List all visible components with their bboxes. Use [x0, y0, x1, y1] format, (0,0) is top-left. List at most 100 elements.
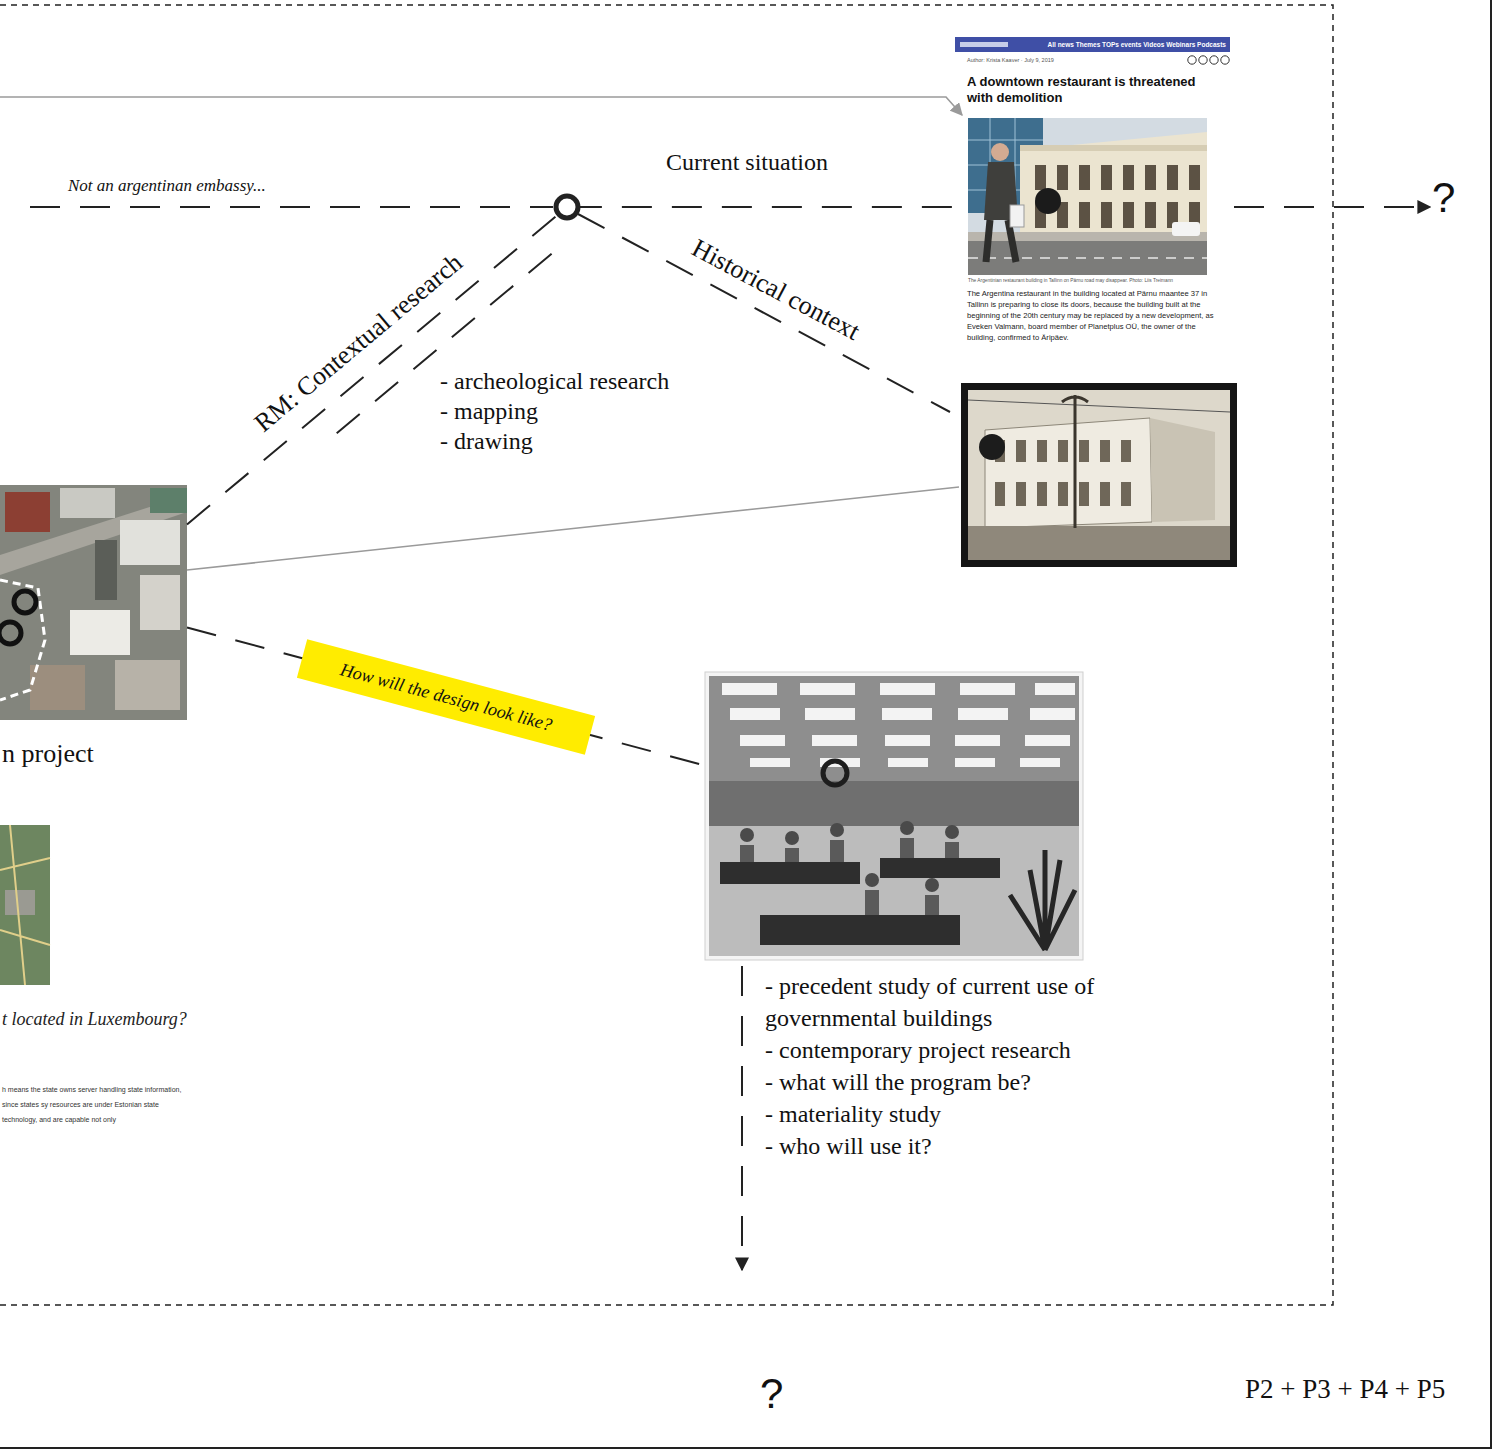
- aerial-site-photo-part: [140, 575, 180, 630]
- map-thumbnail: [0, 825, 50, 985]
- news-article-card: All news Themes TOPs events Videos Webin…: [955, 37, 1230, 347]
- cut-paragraph: h means the state owns server handling s…: [2, 1082, 187, 1127]
- map-thumbnail-part: [0, 825, 50, 985]
- aerial-site-photo: [0, 485, 187, 720]
- list-item: - who will use it?: [765, 1130, 1185, 1162]
- interior-photo-part: [722, 683, 1075, 767]
- news-photo-part: [1020, 145, 1207, 151]
- interior-photo-part: [830, 823, 844, 837]
- news-photo-part: [1035, 188, 1061, 214]
- article-byline: Author: Krista Kaaver · July 9, 2019: [967, 56, 1137, 64]
- list-item: - contemporary project research: [765, 1034, 1185, 1066]
- list-item: - drawing: [440, 426, 533, 456]
- map-thumbnail-part: [5, 890, 35, 915]
- aerial-site-photo-part: [70, 610, 130, 655]
- news-header-part: [1188, 56, 1196, 64]
- aerial-site-photo-part: [5, 492, 50, 532]
- node-caption: n project: [2, 739, 182, 769]
- news-photo-part: [1010, 205, 1024, 227]
- interior-photo-part: [1010, 850, 1075, 950]
- interior-photo-part: [709, 676, 1079, 781]
- aerial-site-photo-part: [115, 660, 180, 710]
- aerial-site-photo-part: [0, 580, 45, 700]
- interior-photo-part: [740, 828, 754, 842]
- historical-photo-part: [995, 440, 1131, 506]
- news-photo-part: [1020, 132, 1207, 238]
- news-header-part: [960, 42, 1008, 47]
- guide-lines: [0, 97, 1430, 1270]
- connector-line: [187, 627, 705, 765]
- historical-photo-part: [961, 383, 1237, 567]
- guide-lines-part: [30, 206, 553, 208]
- line-label: Current situation: [666, 148, 828, 176]
- interior-photo-node: - precedent study of current use of gove…: [705, 672, 1083, 960]
- interior-photo-part: [865, 873, 879, 887]
- cut-question: t located in Luxembourg?: [2, 1008, 187, 1030]
- aerial-site-photo-part: [30, 665, 85, 710]
- news-header-part: [1221, 56, 1229, 64]
- interior-photo-part: [720, 858, 1000, 945]
- connector-line: [187, 207, 955, 524]
- news-photo-part: [1172, 222, 1200, 236]
- interior-photo-part: [709, 781, 1079, 826]
- frame-part: [0, 5, 1333, 1305]
- interior-photo-part: [709, 826, 1079, 956]
- list-item: - what will the program be?: [765, 1066, 1185, 1098]
- site-photo-node: n project: [0, 485, 187, 720]
- list-item: - mapping: [440, 396, 538, 426]
- news-header-part: [1210, 56, 1218, 64]
- connectors: [187, 207, 955, 766]
- photo-caption: The Argentinian restaurant building in T…: [968, 278, 1208, 284]
- news-photo-part: [968, 118, 1207, 275]
- map-thumbnail-part: [0, 825, 50, 985]
- news-photo: [968, 118, 1207, 275]
- aerial-site-photo-part: [120, 520, 180, 565]
- historical-photo-part: [968, 400, 1230, 412]
- line-label: Historical context: [687, 233, 865, 347]
- news-photo-part: [968, 241, 1207, 275]
- aerial-site-photo-part: [14, 591, 36, 613]
- junction: [556, 196, 578, 218]
- historical-photo-part: [968, 390, 1230, 560]
- guide-lines-part: [0, 97, 962, 115]
- article-headline: A downtown restaurant is threatened with…: [967, 74, 1225, 106]
- historical-photo-part: [1150, 418, 1215, 522]
- list-item: - archeological research: [440, 366, 669, 396]
- edge-label-band: How will the design look like?: [297, 639, 596, 755]
- historical-photo-part: [1062, 395, 1088, 528]
- question-mark: ?: [760, 1372, 783, 1416]
- guide-lines-part: [187, 487, 959, 570]
- line-note: Not an argentinan embassy...: [68, 176, 266, 196]
- interior-photo-part: [823, 761, 847, 785]
- aerial-site-photo-part: [95, 540, 117, 600]
- list-item: - precedent study of current use of gove…: [765, 970, 1185, 1034]
- question-mark: ?: [1432, 176, 1455, 220]
- list-item: - materiality study: [765, 1098, 1185, 1130]
- news-header: [955, 37, 1230, 64]
- phase-note: P2 + P3 + P4 + P5: [1245, 1374, 1445, 1404]
- junction-part: [556, 196, 578, 218]
- interior-photo-part: [709, 676, 1079, 956]
- interior-photo-part: [945, 825, 959, 839]
- news-header-part: [955, 37, 1230, 52]
- guide-lines-part: [741, 966, 743, 1270]
- news-photo-part: [968, 232, 1207, 241]
- guide-lines-part: [1234, 206, 1430, 208]
- interior-photo-part: [925, 878, 939, 892]
- news-header-part: [1199, 56, 1207, 64]
- historical-photo-part: [979, 434, 1005, 460]
- interior-photo-part: [785, 831, 799, 845]
- news-photo-part: [991, 143, 1009, 161]
- news-photo-part: [1035, 165, 1200, 228]
- historical-photo: [961, 383, 1237, 567]
- historical-photo-part: [968, 526, 1230, 560]
- news-photo-part: [968, 257, 1207, 259]
- aerial-site-photo-part: [0, 622, 21, 644]
- interior-photo: [705, 672, 1083, 960]
- historical-photo-part: [985, 418, 1152, 528]
- line-label: RM: Contextual research: [248, 248, 468, 439]
